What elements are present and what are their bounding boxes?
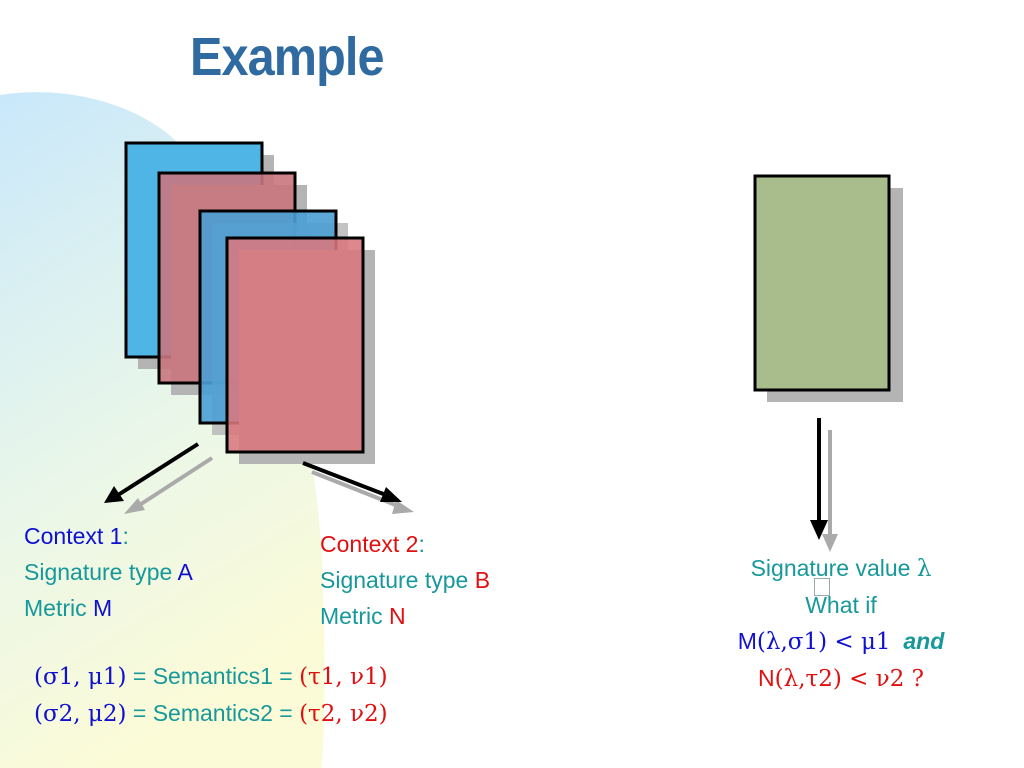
context2-label: Context 2: Signature type B Metric N	[320, 531, 491, 629]
context2-sig-type: B	[474, 567, 491, 593]
sheet-stack	[124, 141, 375, 464]
missing-glyph-box	[814, 578, 830, 596]
sheet-red-2	[225, 236, 365, 454]
and-word: and	[903, 628, 945, 654]
page-title: Example	[190, 27, 385, 87]
arrow-down	[810, 418, 838, 552]
context1-sig-type: A	[177, 559, 193, 585]
n-condition: (λ,τ2) < ν2 ?	[774, 666, 924, 692]
what-if: What if	[805, 592, 877, 618]
context2-heading: Context 2	[320, 531, 419, 557]
lambda-symbol: λ	[916, 556, 932, 582]
context1-heading: Context 1	[24, 523, 123, 549]
signature-label: Signature value λ What if M(λ,σ1) < μ1 a…	[716, 550, 966, 697]
context1-label: Context 1: Signature type A Metric M	[24, 523, 193, 621]
signature-sheet	[753, 174, 903, 402]
context2-metric: N	[389, 603, 406, 629]
m-condition: (λ,σ1) < μ1	[756, 629, 891, 655]
context1-metric: M	[93, 595, 113, 621]
semantics-block: (σ1, μ1) = Semantics1 = (τ1, ν1) (σ2, μ2…	[34, 663, 388, 727]
arrow-to-context2	[302, 461, 414, 514]
arrow-to-context1	[104, 442, 214, 514]
